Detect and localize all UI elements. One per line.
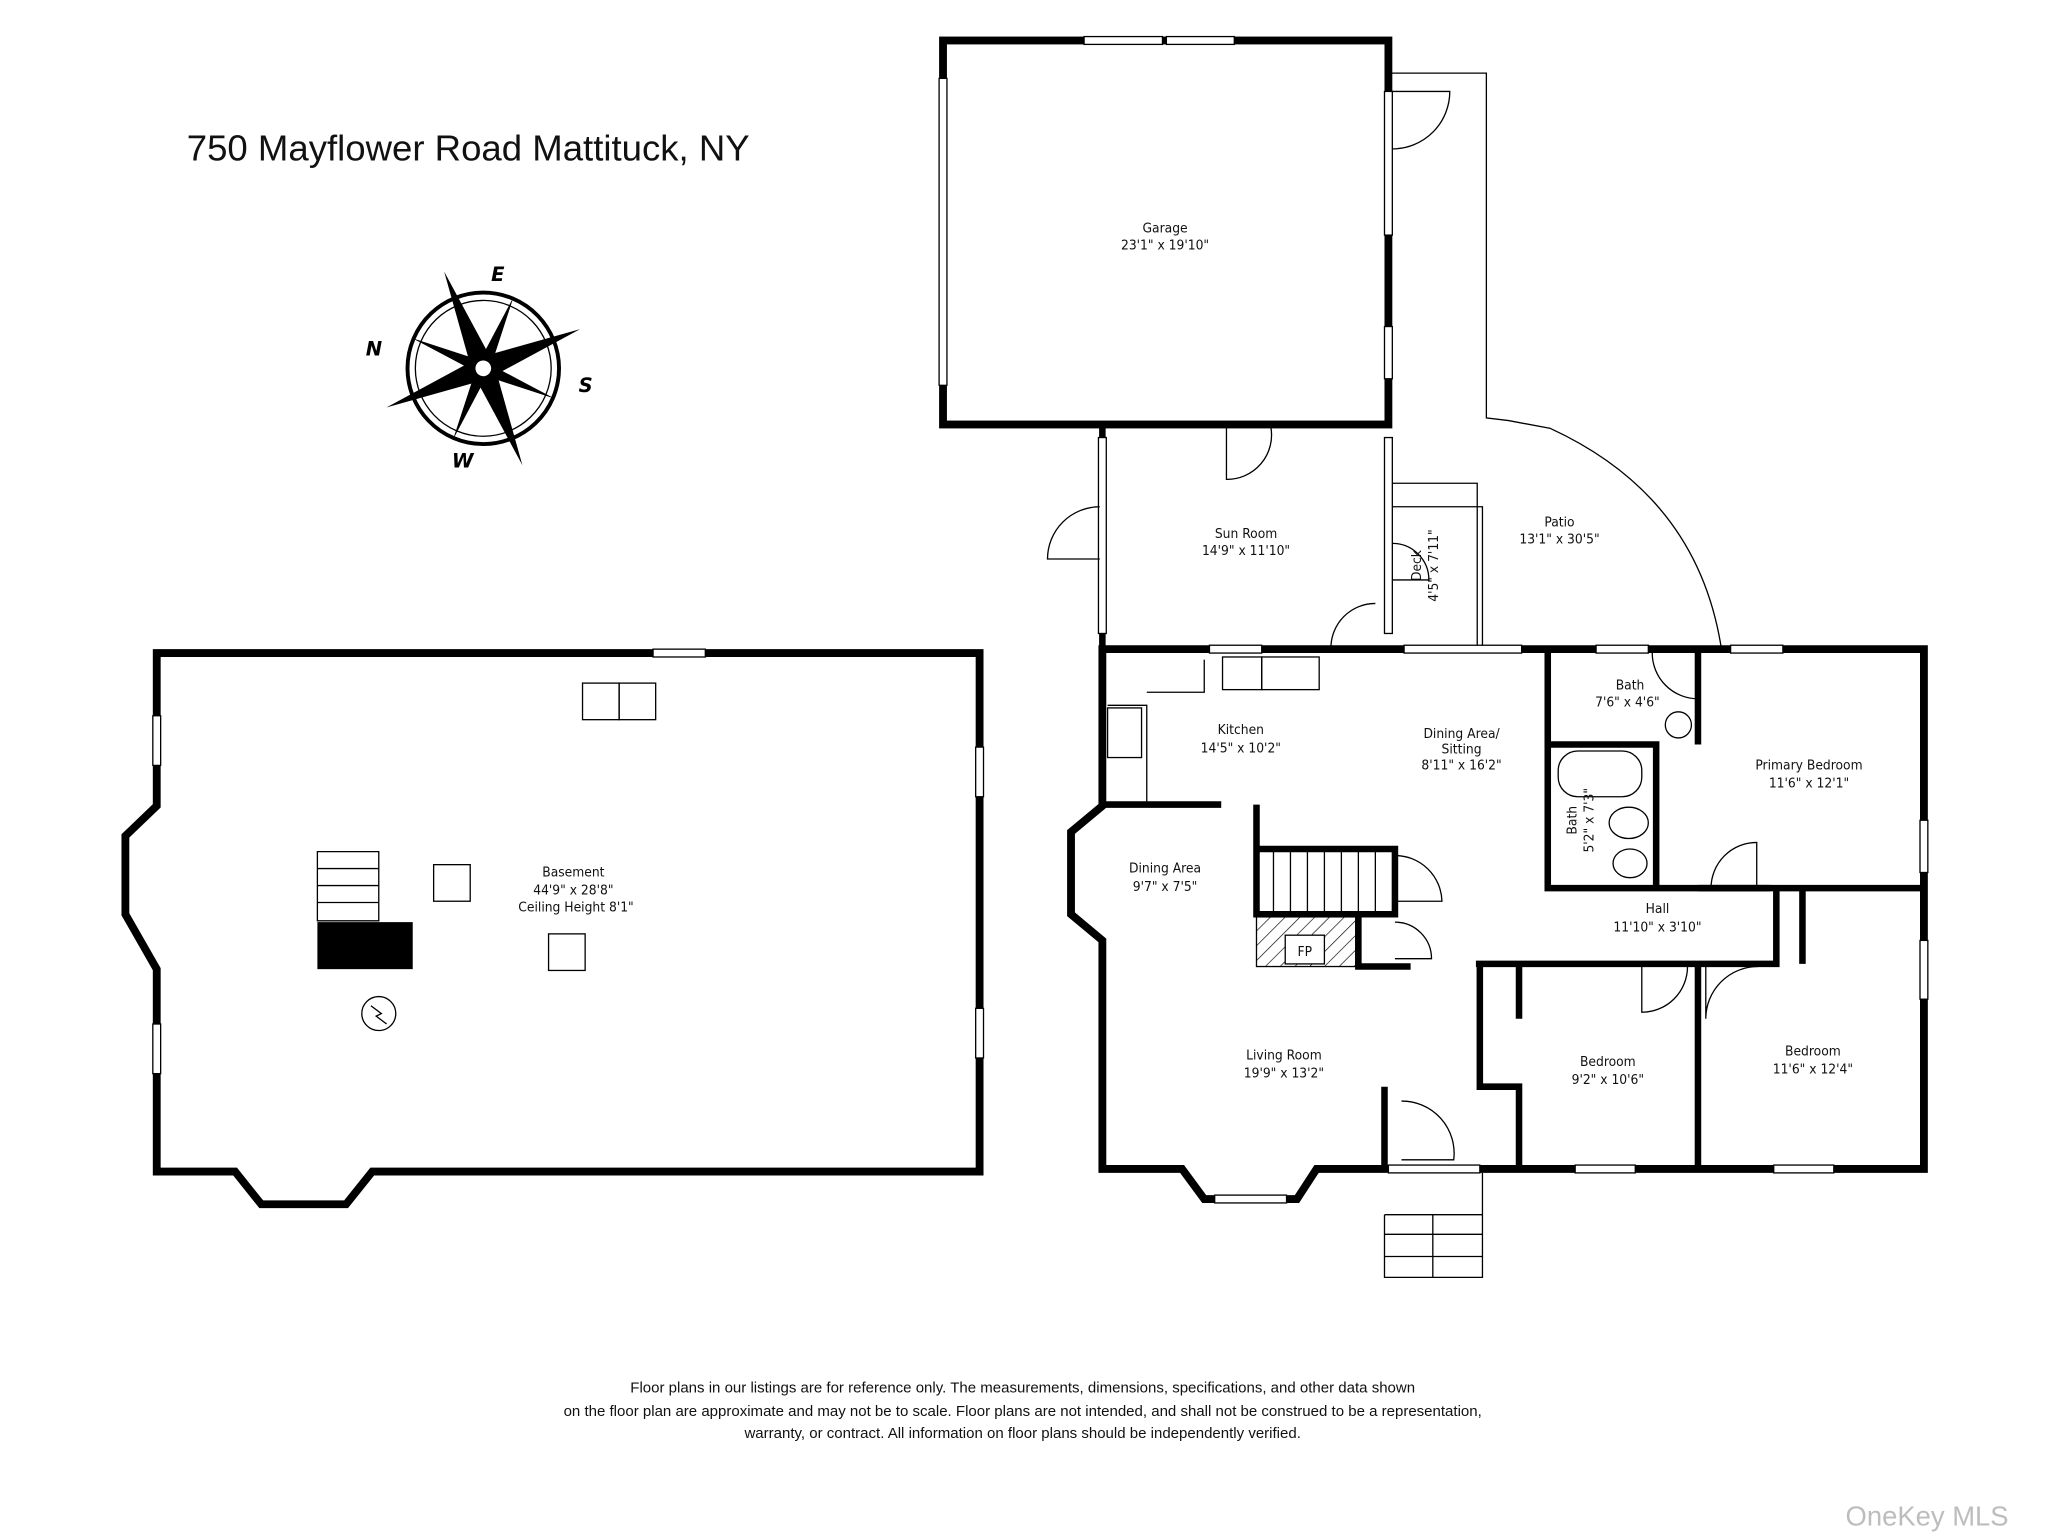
bath2-dims: 5'2" x 7'3"	[1581, 788, 1597, 853]
garage-label: Garage	[1142, 220, 1187, 236]
bath-dims: 7'6" x 4'6"	[1595, 695, 1660, 711]
patio-dims: 13'1" x 30'5"	[1519, 531, 1599, 547]
basement-dims: 44'9" x 28'8"	[533, 883, 613, 899]
deck-dims: 4'5" x 7'11"	[1426, 529, 1442, 601]
bedroom-dims: 9'2" x 10'6"	[1572, 1072, 1644, 1088]
primary-bedroom-label: Primary Bedroom	[1755, 757, 1862, 773]
dining-sitting-dims: 8'11" x 16'2"	[1421, 757, 1501, 773]
main-floor-outline	[1067, 645, 1928, 1203]
sink-icon	[1612, 848, 1648, 879]
disclaimer-line-3: warranty, or contract. All information o…	[743, 1425, 1300, 1442]
living-room-label: Living Room	[1246, 1047, 1322, 1063]
dining-sitting-label: Dining Area/	[1423, 726, 1500, 742]
garage-dims: 23'1" x 19'10"	[1121, 237, 1209, 253]
kitchen-label: Kitchen	[1218, 722, 1264, 738]
disclaimer-line-1: Floor plans in our listings are for refe…	[630, 1379, 1415, 1396]
garage	[938, 35, 1451, 429]
bedroom-label: Bedroom	[1580, 1054, 1636, 1070]
patio-outline	[1388, 72, 1723, 650]
dining-sitting-label-2: Sitting	[1442, 742, 1482, 758]
bathtub-icon	[1557, 750, 1643, 798]
bedroom-label: Bedroom	[1785, 1043, 1841, 1059]
bedroom-dims: 11'6" x 12'4"	[1773, 1062, 1853, 1078]
compass-w: W	[452, 450, 475, 473]
sink-icon	[1664, 711, 1693, 739]
bath2-label: Bath	[1564, 806, 1580, 835]
primary-bedroom-dims: 11'6" x 12'1"	[1769, 776, 1849, 792]
toilet-icon	[1608, 806, 1649, 840]
stairs	[316, 850, 1484, 1279]
living-room-dims: 19'9" x 13'2"	[1244, 1066, 1324, 1082]
kitchen-dims: 14'5" x 10'2"	[1201, 740, 1281, 756]
fireplace	[1255, 916, 1357, 968]
compass-rose-icon	[386, 271, 581, 466]
disclaimer-line-2: on the floor plan are approximate and ma…	[564, 1403, 1482, 1420]
fireplace-label: FP	[1298, 944, 1313, 960]
bath-label: Bath	[1616, 678, 1645, 694]
sun-room-dims: 14'9" x 11'10"	[1202, 543, 1290, 559]
interior-walls	[1102, 649, 1924, 1169]
page-title: 750 Mayflower Road Mattituck, NY	[187, 128, 750, 169]
compass-s: S	[579, 374, 593, 397]
dining-area-label: Dining Area	[1129, 860, 1201, 876]
hall-label: Hall	[1646, 901, 1670, 917]
basement-ceiling-height: Ceiling Height 8'1"	[518, 900, 633, 916]
sun-room	[1046, 424, 1393, 650]
patio-label: Patio	[1544, 514, 1574, 530]
compass-n: N	[366, 337, 382, 360]
basement	[121, 648, 985, 1209]
deck	[1392, 482, 1484, 650]
watermark: OneKey MLS	[1846, 1501, 2009, 1532]
deck-label: Deck	[1409, 549, 1425, 581]
sun-room-label: Sun Room	[1215, 526, 1277, 542]
hall-dims: 11'10" x 3'10"	[1613, 919, 1701, 935]
compass-e: E	[491, 263, 505, 286]
basement-label: Basement	[542, 864, 604, 880]
dining-area-dims: 9'7" x 7'5"	[1133, 879, 1198, 895]
